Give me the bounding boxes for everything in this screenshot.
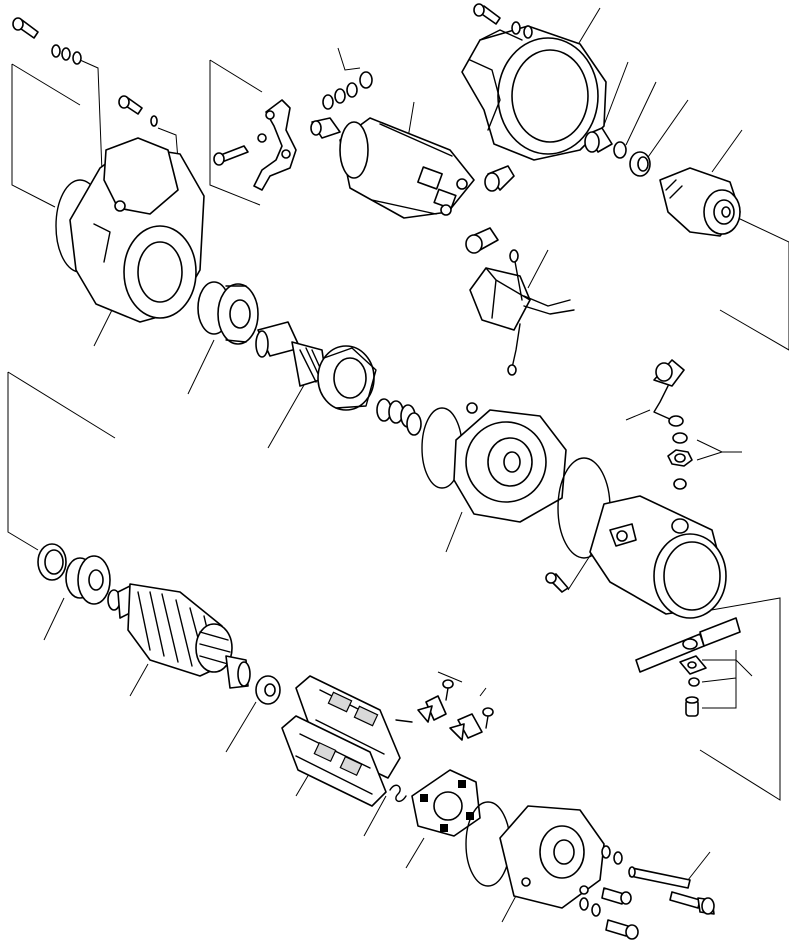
leader-brush-clips: [437, 671, 487, 697]
bushing-icon: [584, 127, 613, 153]
rear-ball-bearing-icon: [65, 555, 111, 605]
through-bolt-icon: [628, 866, 715, 915]
leader-collar: [645, 99, 689, 161]
gear-housing-icon: [55, 137, 205, 323]
leader-pinion: [711, 129, 743, 173]
center-bracket-icon: [421, 402, 567, 523]
relay-icon: [469, 249, 575, 376]
leader-lead-wire: [625, 409, 651, 421]
leader-shims: [337, 47, 361, 71]
nut-washer-icon: [667, 432, 693, 490]
leader-bushing: [603, 61, 629, 126]
brush-screw-icon: [442, 679, 494, 729]
leader-front-cover: [93, 309, 113, 347]
leader-clutch: [267, 377, 309, 449]
leader-washer: [157, 127, 179, 161]
leader-spring: [363, 795, 387, 837]
shim-washers-icon: [322, 71, 373, 110]
brush-spring-icon: [389, 784, 407, 803]
drive-housing-icon: [461, 25, 607, 161]
collar-icon: [629, 151, 651, 177]
leader-relay: [527, 249, 549, 289]
leader-solenoid: [407, 101, 415, 139]
yoke-screw-icon: [545, 572, 569, 593]
brush-clip-icon: [417, 695, 483, 741]
thrust-washers-icon: [376, 398, 422, 436]
leader-washer-left: [43, 597, 65, 641]
leader-bearing: [187, 339, 215, 395]
rear-cover-fasteners-icon: [579, 845, 639, 940]
overrunning-clutch-icon: [255, 321, 377, 411]
pinion-gear-icon: [659, 167, 741, 237]
lever-pin-bolt-icon: [213, 145, 249, 166]
leader-nut-group: [696, 439, 742, 461]
leader-center-bracket: [445, 511, 463, 553]
leader-rear-bearing: [225, 701, 257, 753]
leader-terminal-group: [701, 650, 753, 709]
leader-bolt-top-left: [79, 59, 103, 173]
leader-brush-plate: [405, 837, 425, 869]
lead-wire-icon: [653, 359, 685, 427]
leader-through-bolt: [687, 851, 711, 881]
snap-ring-icon: [613, 141, 627, 159]
washer-left-icon: [37, 543, 67, 581]
field-lead-strip-icon: [635, 617, 741, 673]
bolt-washer-small-icon: [118, 95, 158, 127]
solenoid-switch-icon: [339, 117, 475, 219]
terminal-hardware-icon: [679, 655, 707, 717]
solenoid-plunger-icon: [310, 117, 341, 139]
rear-end-cover-icon: [465, 801, 605, 909]
leader-front-housing: [575, 7, 601, 49]
terminal-boot-icon: [465, 165, 515, 254]
leader-bracket-lever: [209, 59, 263, 206]
bolt-with-washers-icon: [12, 17, 82, 65]
commutator-bearing-icon: [255, 675, 281, 705]
ball-bearing-icon: [197, 281, 259, 345]
leader-bracket-top-left: [11, 63, 81, 208]
bolt-washers-housing-icon: [473, 3, 533, 39]
leader-armature: [129, 663, 149, 697]
armature-icon: [107, 583, 251, 689]
brush-holder-cage-icon: [281, 675, 413, 807]
leader-ring: [625, 81, 657, 146]
shift-lever-icon: [253, 99, 297, 191]
leader-bracket-pinion: [719, 217, 789, 351]
yoke-field-frame-icon: [557, 457, 727, 619]
brush-plate-icon: [411, 769, 481, 837]
leader-bracket-left-middle: [7, 371, 116, 551]
